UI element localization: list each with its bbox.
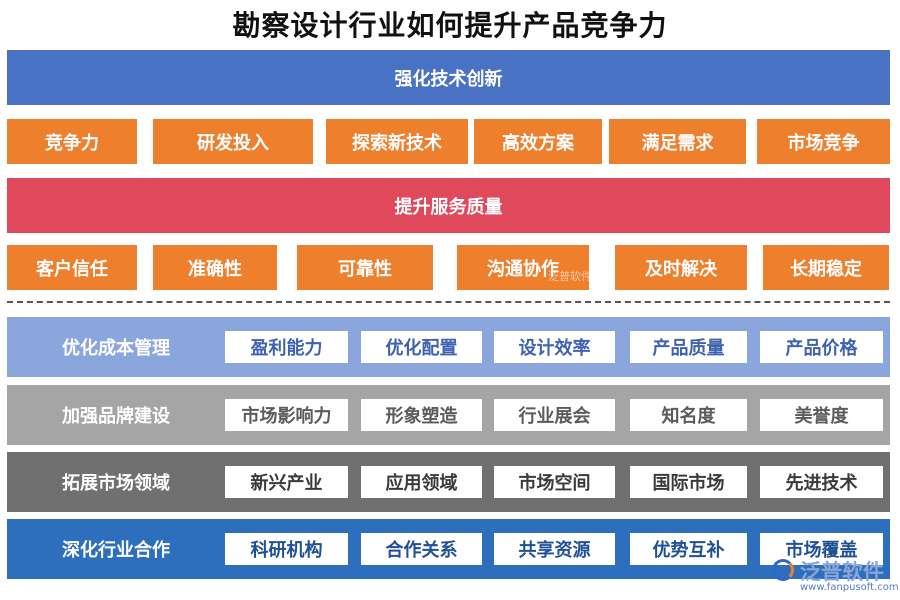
band-item-box: 先进技术 [760, 466, 883, 498]
band-item-box: 应用领域 [361, 466, 482, 498]
item-box: 及时解决 [615, 245, 747, 290]
item-box: 准确性 [153, 245, 277, 290]
item-box: 满足需求 [609, 119, 746, 164]
band-item-box: 美誉度 [760, 399, 883, 431]
tech-innovation-bar: 强化技术创新 [7, 50, 890, 105]
band-item-box: 市场空间 [494, 466, 615, 498]
band-item-box: 市场影响力 [225, 399, 348, 431]
service-quality-label: 提升服务质量 [394, 196, 503, 218]
band-item-box: 盈利能力 [225, 331, 348, 363]
band-item-box: 形象塑造 [361, 399, 482, 431]
band-item-box: 国际市场 [630, 466, 747, 498]
tech-innovation-label: 强化技术创新 [394, 68, 503, 90]
band-label: 拓展市场领域 [62, 473, 170, 494]
section-divider [7, 301, 890, 303]
band-item-box: 设计效率 [494, 331, 615, 363]
item-box: 研发投入 [153, 119, 313, 164]
logo-text: 泛普软件 [800, 560, 884, 584]
item-box: 市场竞争 [757, 119, 890, 164]
band-item-box: 合作关系 [361, 533, 482, 565]
item-box: 沟通协作 [457, 245, 589, 290]
watermark-text: 泛普软件 [548, 270, 592, 283]
band-item-box: 优势互补 [630, 533, 747, 565]
strategy-band: 深化行业合作科研机构合作关系共享资源优势互补市场覆盖 [7, 519, 890, 579]
logo-url: www.fanpusoft.com [800, 582, 899, 593]
item-box: 竞争力 [7, 119, 137, 164]
service-quality-bar: 提升服务质量 [7, 178, 890, 233]
band-item-box: 产品价格 [760, 331, 883, 363]
item-box: 探索新技术 [326, 119, 468, 164]
band-item-box: 新兴产业 [225, 466, 348, 498]
band-item-box: 行业展会 [494, 399, 615, 431]
item-box: 可靠性 [297, 245, 433, 290]
band-item-box: 知名度 [630, 399, 747, 431]
item-box: 长期稳定 [763, 245, 889, 290]
band-item-box: 共享资源 [494, 533, 615, 565]
item-box: 客户信任 [7, 245, 137, 290]
band-label: 加强品牌建设 [62, 406, 170, 427]
band-label: 深化行业合作 [62, 540, 170, 561]
brand-logo: 泛普软件 www.fanpusoft.com [770, 556, 899, 596]
page-title: 勘察设计行业如何提升产品竞争力 [232, 9, 668, 42]
band-label: 优化成本管理 [62, 338, 170, 359]
band-item-box: 科研机构 [225, 533, 348, 565]
tech-innovation-items: 竞争力 研发投入 探索新技术 高效方案 满足需求 市场竞争 [0, 119, 900, 164]
strategy-band: 优化成本管理 盈利能力优化配置设计效率产品质量产品价格 [7, 317, 890, 377]
item-box: 高效方案 [474, 119, 602, 164]
strategy-band: 拓展市场领域 新兴产业应用领域市场空间国际市场先进技术 [7, 452, 890, 512]
band-item-box: 产品质量 [630, 331, 747, 363]
strategy-band: 加强品牌建设 市场影响力形象塑造行业展会知名度美誉度 [7, 385, 890, 445]
service-quality-items: 客户信任 准确性 可靠性 沟通协作 及时解决 长期稳定 [0, 245, 900, 290]
logo-icon [772, 559, 794, 581]
band-item-box: 优化配置 [361, 331, 482, 363]
